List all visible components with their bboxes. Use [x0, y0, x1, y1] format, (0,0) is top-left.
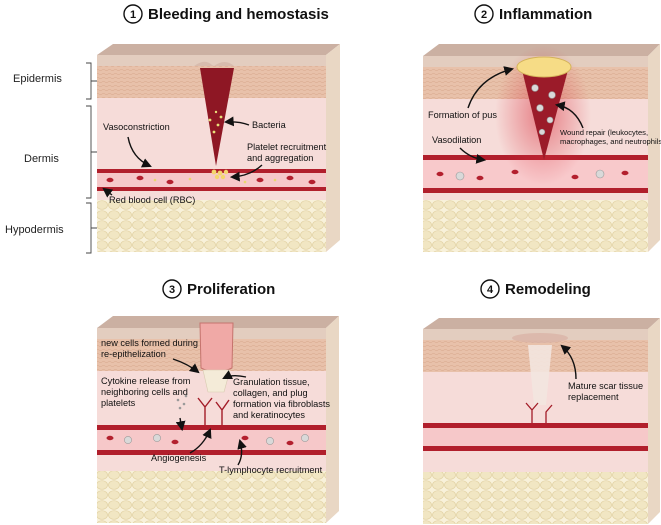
panel-3-labels: new cells formed during re-epithelizatio… [101, 338, 330, 475]
repair-label-2: macrophages, and neutrophils) [560, 137, 661, 146]
panel-3-number: 3 [169, 284, 175, 296]
vasoconstriction-label: Vasoconstriction [103, 122, 170, 132]
panel-2-number: 2 [481, 9, 487, 21]
cytokine-label-3: platelets [101, 398, 136, 408]
panel-3-arrows [172, 358, 247, 466]
platelet-label-1: Platelet recruitment [247, 142, 327, 152]
cytokine-label-1: Cytokine release from [101, 376, 191, 386]
remodel-capillaries [525, 402, 553, 423]
immune-cells-2 [455, 84, 605, 181]
rbc-cells-1 [106, 175, 316, 185]
newcells-label-1: new cells formed during [101, 338, 198, 348]
panel-2-labels: Formation of pus Vasodilation Wound repa… [428, 110, 661, 146]
scar-tissue [528, 345, 552, 405]
epidermis-label: Epidermis [13, 73, 62, 85]
repair-label-1: Wound repair (leukocytes, [560, 128, 648, 137]
panel-2-arrows [459, 66, 584, 164]
panel-4-labels: Mature scar tissue replacement [568, 381, 643, 402]
newcells-label-2: re-epithelization [101, 349, 166, 359]
layer-brackets [86, 62, 97, 254]
panel-1-number: 1 [130, 9, 136, 21]
scar-label-2: replacement [568, 392, 619, 402]
blood-clot [200, 68, 234, 166]
panel-2-title-text: Inflammation [499, 6, 592, 23]
panel-4-arrows [560, 344, 577, 380]
panel-1-arrows [102, 116, 263, 198]
platelet-label-2: and aggregation [247, 153, 313, 163]
panel-4-number: 4 [487, 284, 494, 296]
rbc-cells-2 [436, 169, 629, 181]
panel-3-title-text: Proliferation [187, 281, 275, 298]
panel-3-proliferation: 3 Proliferation [97, 279, 339, 523]
bacteria-label: Bacteria [252, 120, 287, 130]
dermis-label: Dermis [24, 153, 59, 165]
angio-label: Angiogenesis [151, 453, 207, 463]
platelets-1 [153, 177, 277, 184]
new-capillaries [197, 397, 230, 425]
panel-1-bleeding: 1 Bleeding and hemostasis [97, 4, 340, 252]
gran-label-4: and keratinocytes [233, 410, 305, 420]
panel-3-title: 3 Proliferation [162, 279, 275, 299]
scar-label-1: Mature scar tissue [568, 381, 643, 391]
panel-4-skin [423, 318, 660, 524]
pus-cap [516, 56, 572, 78]
panel-4-title-text: Remodeling [505, 281, 591, 298]
vasodilation-label: Vasodilation [432, 135, 481, 145]
panel-1-title-text: Bleeding and hemostasis [148, 6, 329, 23]
cytokine-label-2: neighboring cells and [101, 387, 188, 397]
panel-1-labels: Vasoconstriction Bacteria Platelet recru… [103, 120, 327, 205]
panel-2-skin [423, 44, 660, 252]
panel-1-title: 1 Bleeding and hemostasis [123, 4, 329, 24]
panel-4-title: 4 Remodeling [480, 279, 591, 299]
scar-bump [512, 333, 568, 343]
panel-4-remodeling: 4 Remodeling Mature scar tissue replacem… [423, 279, 660, 524]
panel-2-title: 2 Inflammation [474, 4, 592, 24]
layer-labels: Epidermis Dermis Hypodermis [5, 62, 97, 254]
bacteria-dots [208, 110, 223, 134]
platelet-cluster [211, 169, 229, 180]
cytokine-dots [176, 394, 188, 410]
gran-label-2: collagen, and plug [233, 388, 308, 398]
panel-2-inflammation: 2 Inflammation [423, 4, 661, 252]
gran-label-1: Granulation tissue, [233, 377, 310, 387]
hypodermis-label: Hypodermis [5, 224, 64, 236]
pus-label: Formation of pus [428, 110, 497, 120]
scab-plug [199, 322, 234, 373]
immune-cells-3 [124, 434, 309, 445]
panel-1-skin [97, 44, 340, 252]
panel-3-skin [97, 316, 339, 523]
gran-label-3: formation via fibroblasts [233, 399, 330, 409]
tcell-label: T-lymphocyte recruitment [219, 465, 323, 475]
rbc-label: Red blood cell (RBC) [109, 195, 195, 205]
